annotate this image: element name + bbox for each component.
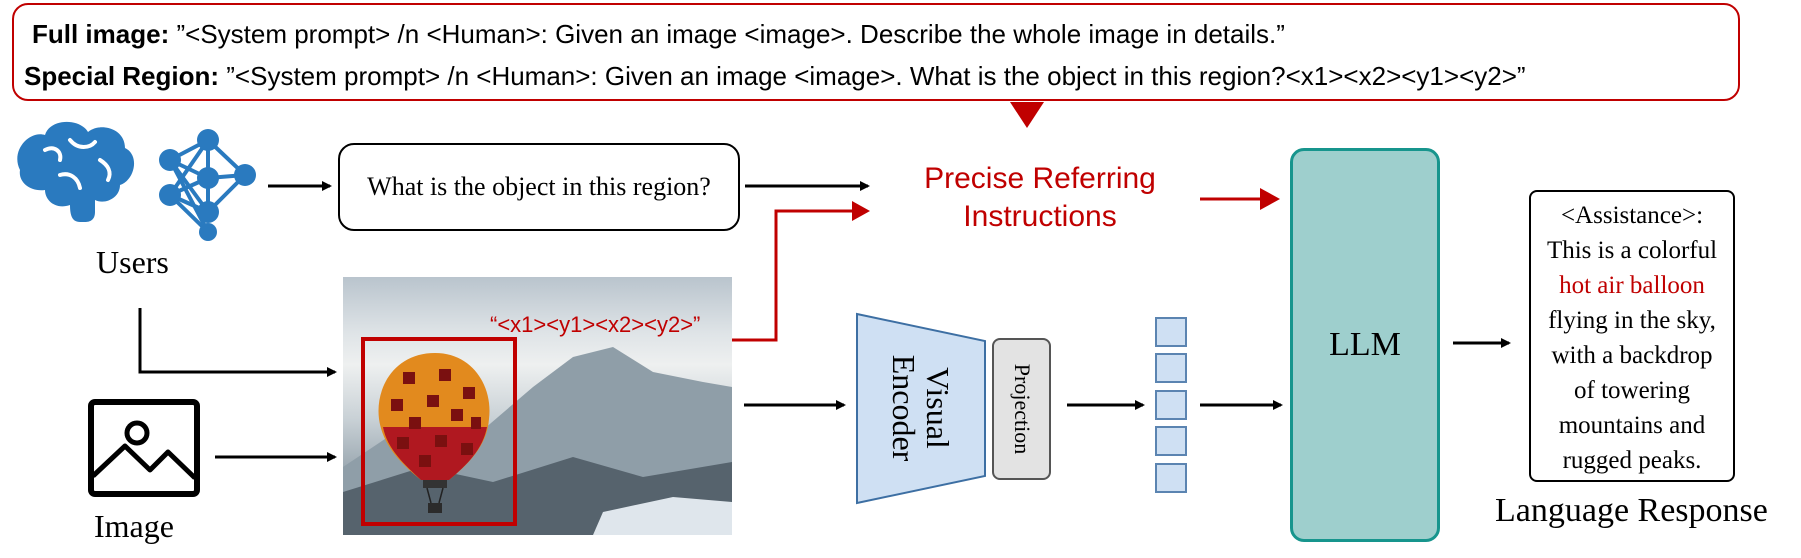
question-box: What is the object in this region? [338, 143, 740, 231]
flow-arrows [138, 181, 1511, 462]
encoder-line2: Encoder [886, 354, 922, 462]
visual-token [1155, 463, 1187, 493]
visual-token [1155, 317, 1187, 347]
language-response-label: Language Response [1495, 492, 1768, 529]
response-line: of towering [1574, 377, 1690, 404]
arrow-users-to-photo [138, 308, 337, 377]
image-icon [88, 399, 200, 497]
llm-block: LLM [1290, 148, 1440, 542]
prompt-pointer [1010, 102, 1044, 128]
visual-token [1155, 426, 1187, 456]
projection-label: Projection [1009, 363, 1035, 455]
full-image-text: ”<System prompt> /n <Human>: Given an im… [169, 19, 1285, 49]
image-label: Image [94, 508, 174, 544]
special-region-text: ”<System prompt> /n <Human>: Given an im… [219, 61, 1526, 91]
referring-instructions: Precise Referring Instructions [880, 160, 1200, 236]
instructions-line1: Precise Referring [924, 162, 1156, 195]
special-region-label: Special Region: [24, 61, 220, 91]
response-line: mountains and [1558, 412, 1706, 439]
response-line: with a backdrop [1551, 342, 1713, 369]
region-bounding-box [361, 337, 517, 526]
full-image-label: Full image: [32, 19, 170, 49]
visual-token [1155, 390, 1187, 420]
prompt-template-box: Full image: ”<System prompt> /n <Human>:… [12, 3, 1740, 101]
visual-encoder-label: Visual Encoder [886, 354, 956, 462]
encoder-line1: Visual [920, 367, 956, 449]
response-highlight: hot air balloon [1559, 272, 1705, 299]
special-region-prompt: Special Region: ”<System prompt> /n <Hum… [24, 61, 1526, 92]
response-line: flying in the sky, [1548, 307, 1716, 334]
projection-box: Projection [992, 338, 1051, 480]
full-image-prompt: Full image: ”<System prompt> /n <Human>:… [32, 19, 1285, 50]
users-label: Users [96, 244, 169, 280]
visual-encoder-shape [856, 312, 986, 505]
brain-icon [17, 121, 135, 222]
assistant-response-box: <Assistance>: This is a colorful hot air… [1529, 190, 1735, 482]
input-photo [343, 277, 732, 535]
region-coordinates: “<x1><y1><x2><y2>” [490, 312, 701, 337]
assistant-role: <Assistance>: [1560, 202, 1704, 229]
instructions-line2: Instructions [963, 200, 1117, 233]
visual-token [1155, 353, 1187, 383]
response-line: This is a colorful [1546, 237, 1718, 264]
hot-air-balloon [378, 353, 490, 513]
response-line: rugged peaks. [1562, 447, 1702, 474]
photo-scene [343, 337, 732, 535]
neural-network-icon [159, 129, 256, 241]
